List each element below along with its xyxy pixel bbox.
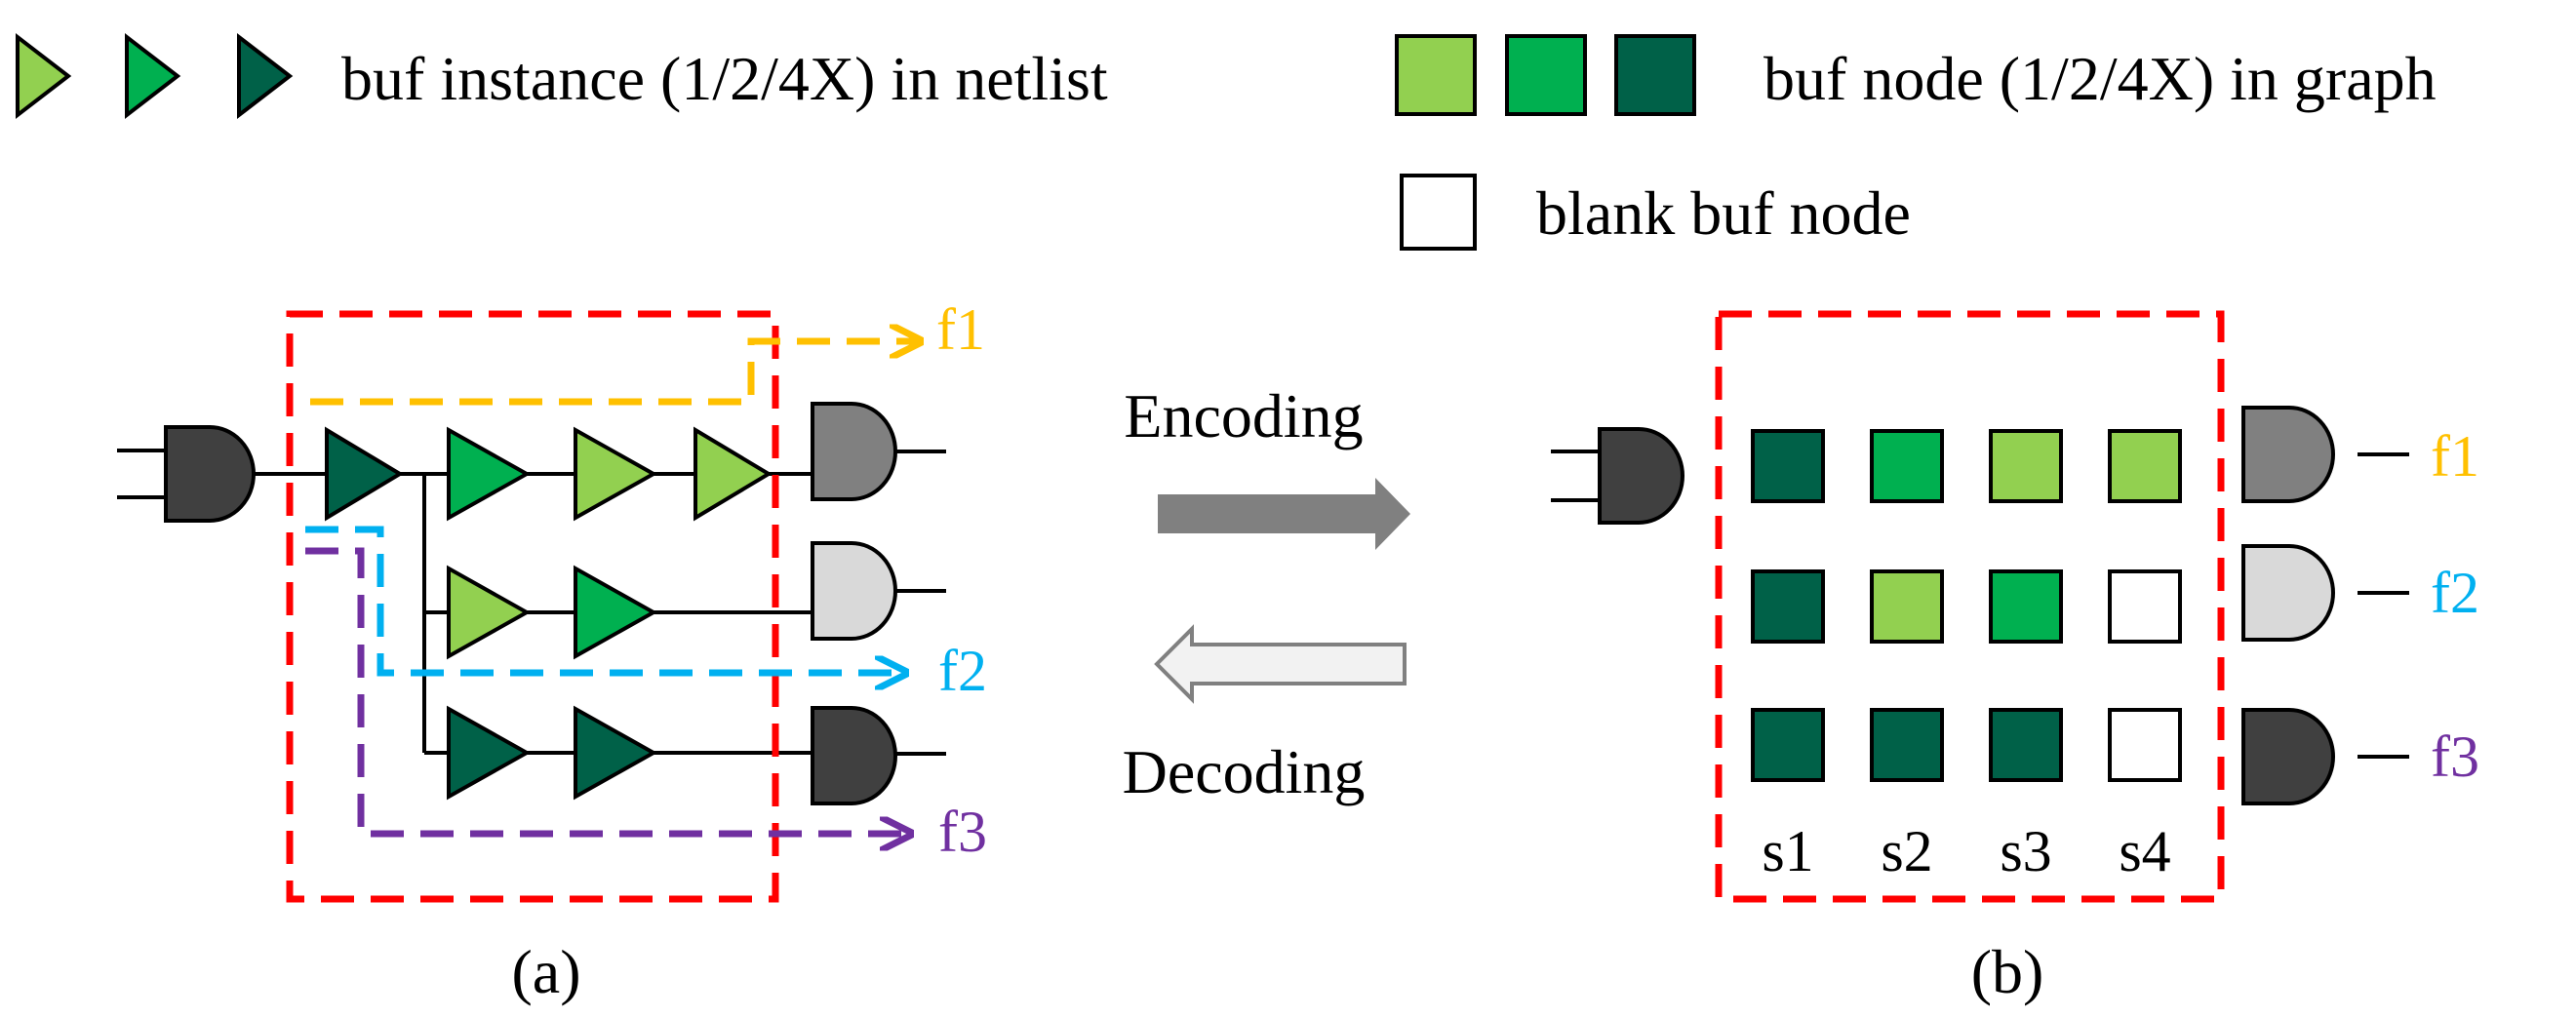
buffer-node-grid	[1751, 429, 2182, 782]
buf-node-4x	[1989, 708, 2063, 782]
netlist-wires	[117, 449, 946, 756]
buf-node-4x	[1751, 429, 1825, 503]
slot-labels: s1 s2 s3 s4	[1762, 819, 2170, 883]
decoding-label: Decoding	[1123, 737, 1366, 806]
driver-gate-icon	[164, 425, 256, 523]
flow-label-f2: f2	[938, 639, 987, 703]
flow-label-f3: f3	[938, 800, 987, 864]
encoding-arrow-icon	[1158, 478, 1410, 550]
buffer-slot-box	[1715, 310, 2225, 903]
buf-1x-node-icon	[1395, 34, 1477, 116]
graph-driver-gate-icon	[1598, 427, 1684, 525]
buf-node-4x	[1751, 569, 1825, 644]
buf-4x-node-icon	[1614, 34, 1696, 116]
graph-flow-label-f3: f3	[2431, 724, 2479, 789]
buf-2x-node-icon	[1505, 34, 1587, 116]
buf-instance-2x-f2	[574, 565, 658, 660]
panel-b-caption: (b)	[1971, 937, 2044, 1006]
panel-a-netlist: f1 f2 f3 (a)	[117, 297, 987, 1006]
legend-node-label: buf node (1/2/4X) in graph	[1764, 44, 2437, 113]
transform-arrows: Encoding Decoding	[1123, 381, 1410, 806]
sink-gate-f3-icon	[811, 706, 897, 805]
buffer-region-box	[286, 310, 779, 903]
encoding-label: Encoding	[1124, 381, 1363, 450]
decoding-arrow-icon	[1154, 624, 1407, 704]
slot-label: s3	[2000, 819, 2051, 883]
buf-node-2x	[1870, 429, 1944, 503]
flow-label-f1: f1	[936, 297, 985, 362]
buf-instance-1x-f2	[447, 565, 532, 660]
graph-sink-gate-f2-icon	[2241, 544, 2335, 642]
panel-b-graph: s1 s2 s3 s4 f1 f2 f3 (b)	[1551, 310, 2479, 1006]
buf-1x-triangle-icon	[16, 32, 72, 120]
buf-node-1x	[1989, 429, 2063, 503]
blank-node-icon	[1400, 174, 1477, 251]
blank-buf-node	[2108, 569, 2182, 644]
graph-sink-gate-f1-icon	[2241, 406, 2335, 503]
buf-2x-triangle-icon	[125, 32, 181, 120]
slot-label: s2	[1881, 819, 1932, 883]
graph-flow-label-f2: f2	[2431, 561, 2479, 625]
graph-sink-gate-f3-icon	[2241, 708, 2335, 805]
buf-instance-1x-f1	[574, 426, 658, 522]
buf-instance-4x-f3	[574, 705, 658, 801]
legend: buf instance (1/2/4X) in netlist buf nod…	[16, 32, 2437, 251]
buf-instance-1x-f1	[694, 426, 773, 522]
buf-node-1x	[2108, 429, 2182, 503]
flow-path-f3	[305, 547, 907, 834]
sink-gate-f1-icon	[811, 402, 897, 501]
buf-instance-4x-f3	[447, 705, 532, 801]
legend-instance-label: buf instance (1/2/4X) in netlist	[341, 44, 1108, 113]
buf-node-1x	[1870, 569, 1944, 644]
buf-instance-2x-f1	[447, 426, 532, 522]
blank-buf-node	[2108, 708, 2182, 782]
buf-node-2x	[1989, 569, 2063, 644]
buf-4x-triangle-icon	[237, 32, 294, 120]
panel-a-caption: (a)	[511, 937, 580, 1006]
slot-label: s1	[1762, 819, 1813, 883]
buf-node-4x	[1870, 708, 1944, 782]
buf-instance-4x-root	[325, 426, 404, 522]
graph-flow-label-f1: f1	[2431, 424, 2479, 489]
legend-blank-label: blank buf node	[1536, 178, 1911, 248]
buf-node-4x	[1751, 708, 1825, 782]
flow-path-f2	[305, 526, 902, 673]
sink-gate-f2-icon	[811, 541, 897, 641]
flow-path-f1	[310, 341, 917, 406]
slot-label: s4	[2119, 819, 2170, 883]
